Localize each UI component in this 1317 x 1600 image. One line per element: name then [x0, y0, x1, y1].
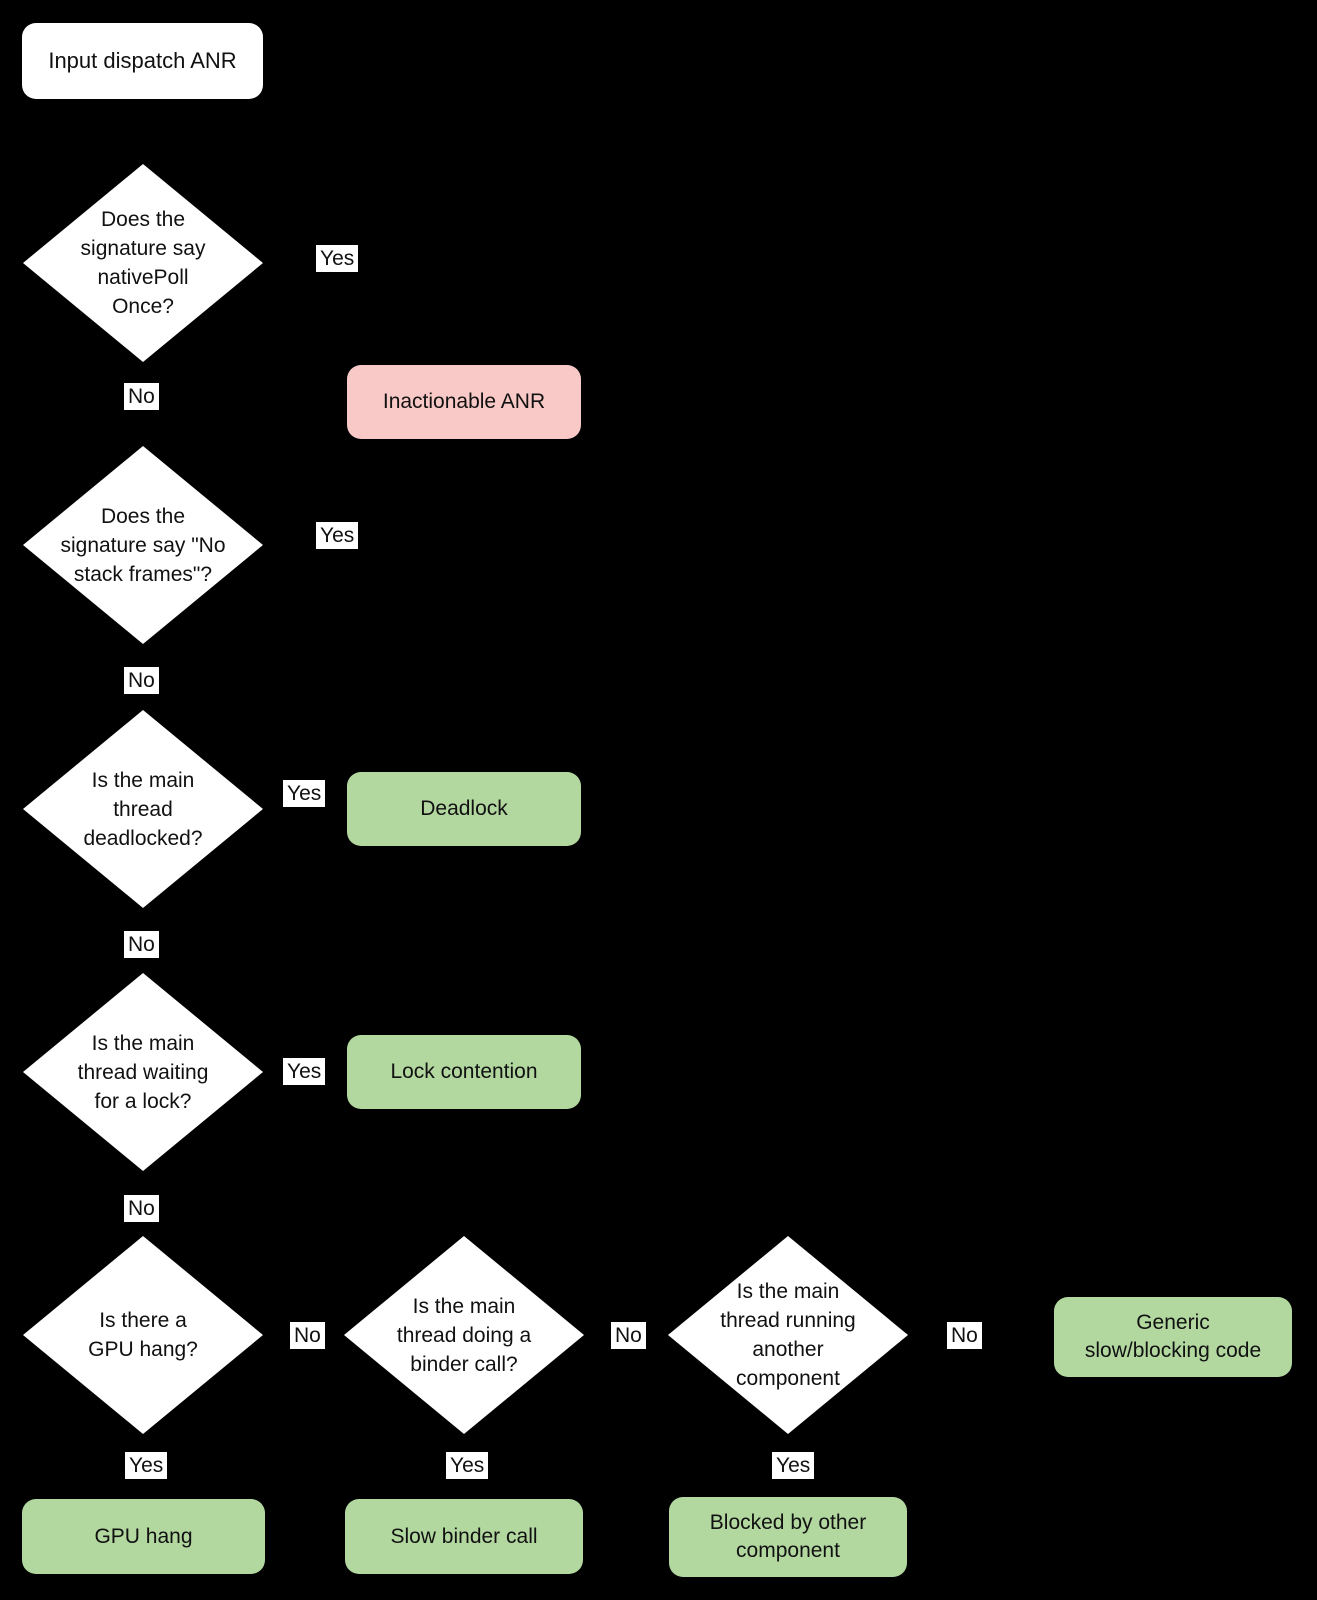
terminal-lock-contention: Lock contention	[347, 1035, 581, 1109]
edge-label-yes-nativepollonce: Yes	[316, 245, 359, 272]
decision-binder-call: Is the main thread doing a binder call?	[344, 1236, 584, 1434]
edge-label-yes-deadlocked: Yes	[283, 780, 326, 807]
terminal-deadlock: Deadlock	[347, 772, 581, 846]
decision-main-thread-deadlocked: Is the main thread deadlocked?	[23, 710, 263, 908]
decision-gpu-hang: Is there a GPU hang?	[23, 1236, 263, 1434]
terminal-blocked-by-other-component: Blocked by other component	[669, 1497, 907, 1577]
edge-label-no-another-component: No	[947, 1322, 982, 1349]
edge-label-yes-another-component: Yes	[772, 1452, 815, 1479]
edge-label-yes-no-stack-frames: Yes	[316, 522, 359, 549]
edge-label-no-binder-call: No	[611, 1322, 646, 1349]
terminal-slow-binder-call: Slow binder call	[345, 1499, 583, 1574]
start-node-input-dispatch-anr: Input dispatch ANR	[22, 23, 263, 99]
decision-main-thread-waiting-lock: Is the main thread waiting for a lock?	[23, 973, 263, 1171]
decision-signature-nativepollonce: Does the signature say nativePoll Once?	[23, 164, 263, 362]
edge-label-no-no-stack-frames: No	[124, 667, 159, 694]
edge-label-yes-binder-call: Yes	[446, 1452, 489, 1479]
terminal-inactionable-anr: Inactionable ANR	[347, 365, 581, 439]
terminal-generic-slow-blocking-code: Generic slow/blocking code	[1054, 1297, 1292, 1377]
edge-label-no-nativepollonce: No	[124, 383, 159, 410]
edge-label-yes-gpu-hang: Yes	[125, 1452, 168, 1479]
terminal-gpu-hang: GPU hang	[22, 1499, 265, 1574]
edge-label-yes-waiting-lock: Yes	[283, 1058, 326, 1085]
edge-label-no-waiting-lock: No	[124, 1195, 159, 1222]
decision-running-another-component: Is the main thread running another compo…	[668, 1236, 908, 1434]
edge-label-no-deadlocked: No	[124, 931, 159, 958]
edge-label-no-gpu-hang: No	[290, 1322, 325, 1349]
decision-signature-no-stack-frames: Does the signature say "No stack frames"…	[23, 446, 263, 644]
